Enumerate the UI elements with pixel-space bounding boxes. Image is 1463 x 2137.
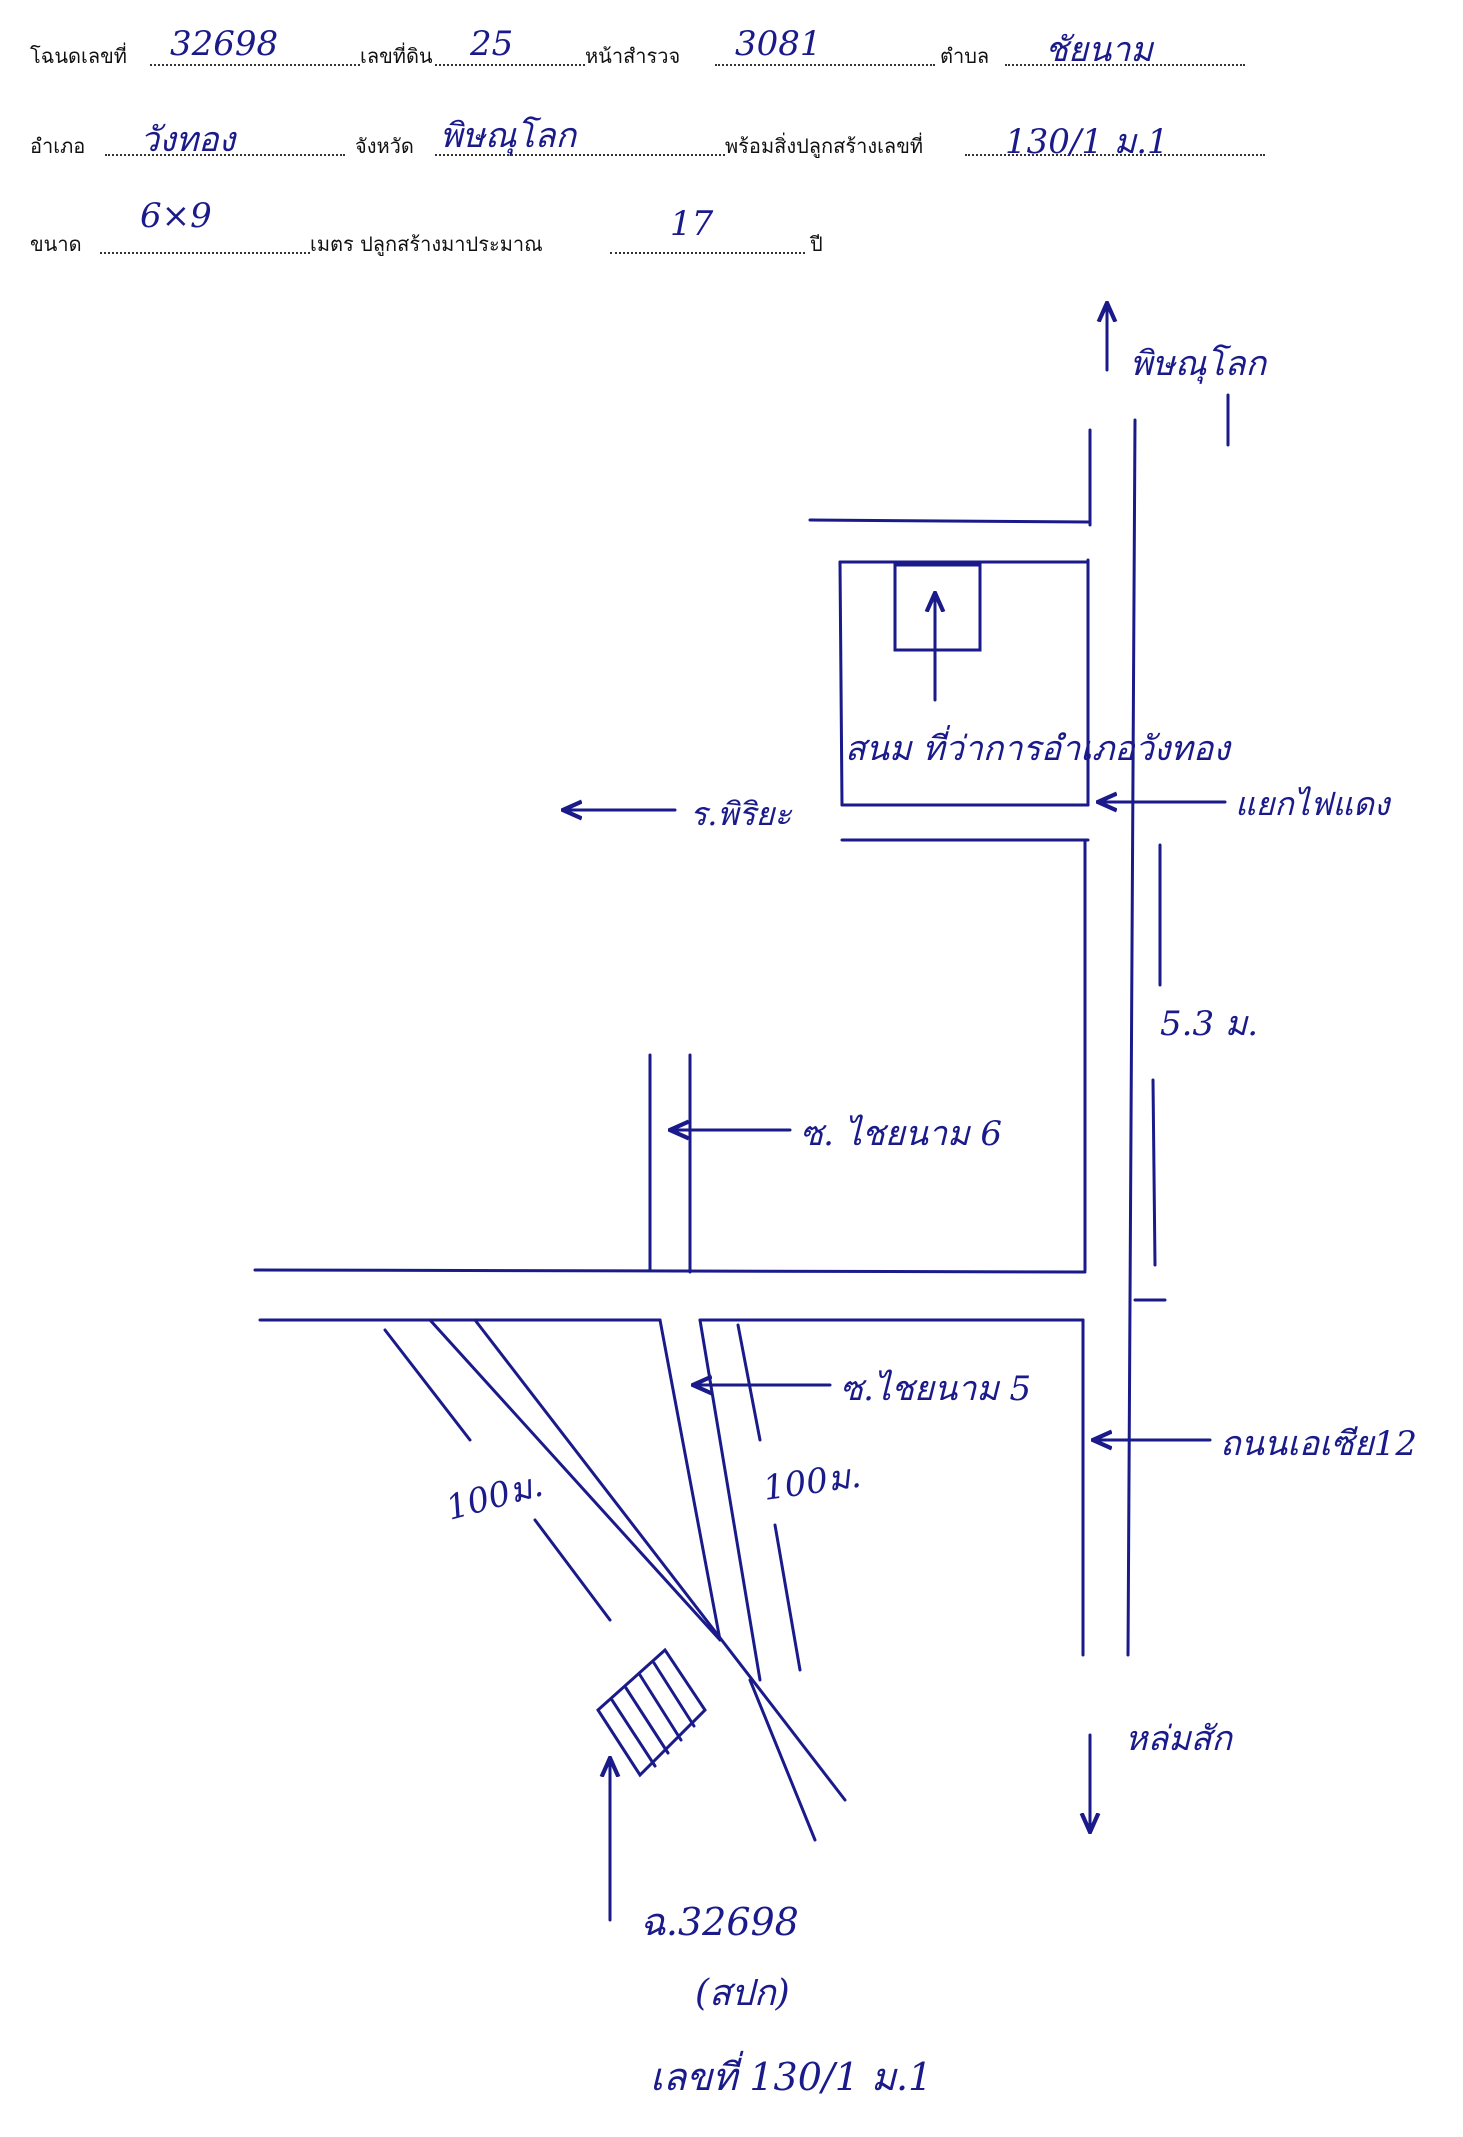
plot-label: ฉ.32698	[640, 1900, 799, 1944]
dist-right-line	[736, 1323, 762, 1442]
years-unit: ปี	[810, 232, 823, 256]
left-road-label: ร.พิริยะ	[690, 795, 793, 833]
meters-built-label: เมตร ปลูกสร้างมาประมาณ	[310, 232, 543, 256]
main-road-top	[253, 1268, 1087, 1274]
highway-label: ถนนเอเซีย12	[1220, 1424, 1417, 1464]
size-value: 6×9	[140, 196, 212, 236]
distance-label: 5.3 ม.	[1160, 1004, 1258, 1044]
deed-label: โฉนดเลขที่	[30, 44, 127, 68]
soi5-lower-road	[748, 1678, 817, 1842]
years-value: 17	[670, 204, 714, 244]
south-label: หล่มสัก	[1125, 1719, 1233, 1759]
north-side-road-top	[808, 518, 1090, 524]
province-dots	[435, 154, 725, 156]
dist-right-line-2	[773, 1523, 802, 1672]
soi5-right-road-a	[658, 1318, 722, 1642]
district-dots	[105, 154, 345, 156]
land-no-label: เลขที่ดิน	[360, 44, 433, 68]
subdistrict-dots	[1005, 64, 1245, 66]
dist-left-label: 100ม.	[442, 1465, 547, 1529]
subdistrict-label: ตำบล	[940, 44, 990, 68]
soi5-label: ซ.ไชยนาม 5	[840, 1369, 1031, 1409]
building-dots	[965, 154, 1265, 156]
form-row-1: โฉนดเลขที่ 32698 เลขที่ดิน 25 หน้าสำรวจ …	[0, 20, 1463, 90]
form-row-3: ขนาด 6×9 เมตร ปลูกสร้างมาประมาณ 17 ปี	[0, 196, 1463, 270]
building-value: 130/1 ม.1	[1005, 122, 1169, 162]
size-label: ขนาด	[30, 232, 82, 256]
highway-right-edge	[1126, 418, 1137, 1657]
dist-left-line	[383, 1328, 472, 1442]
distance-line-bottom	[1151, 1078, 1157, 1267]
size-dots	[100, 252, 310, 254]
deed-value: 32698	[170, 24, 279, 64]
survey-page-value: 3081	[735, 24, 822, 64]
survey-page-dots	[715, 64, 935, 66]
building-label: พร้อมสิ่งปลูกสร้างเลขที่	[725, 134, 924, 158]
province-value: พิษณุโลก	[440, 116, 577, 156]
soi5-left-road-a	[428, 1318, 722, 1642]
plot-note: (สปก)	[695, 1973, 790, 2014]
deed-dots	[150, 64, 360, 66]
district-value: วังทอง	[140, 120, 236, 160]
land-no-dots	[435, 64, 585, 66]
junction-label: แยกไฟแดง	[1235, 785, 1392, 823]
survey-page-label: หน้าสำรวจ	[585, 44, 681, 68]
district-office-box	[893, 563, 982, 652]
subdistrict-value: ชัยนาม	[1045, 30, 1153, 70]
temple-label: สนม ที่ว่าการอำเภอวังทอง	[845, 725, 1232, 769]
north-label: พิษณุโลก	[1130, 344, 1267, 384]
district-label: อำเภอ	[30, 134, 86, 158]
soi5-left-road-b	[473, 1318, 847, 1802]
dist-right-label: 100ม.	[761, 1456, 864, 1509]
years-dots	[610, 252, 805, 254]
form-row-2: อำเภอ วังทอง จังหวัด พิษณุโลก พร้อมสิ่งป…	[0, 110, 1463, 180]
land-no-value: 25	[470, 24, 514, 64]
province-label: จังหวัด	[355, 134, 414, 158]
plot-parcel	[596, 1647, 707, 1778]
north-side-road-left	[838, 560, 844, 807]
house-label: เลขที่ 130/1 ม.1	[650, 2050, 932, 2099]
soi6-label: ซ. ไชยนาม 6	[800, 1114, 1002, 1154]
dist-left-line-2	[533, 1518, 612, 1622]
